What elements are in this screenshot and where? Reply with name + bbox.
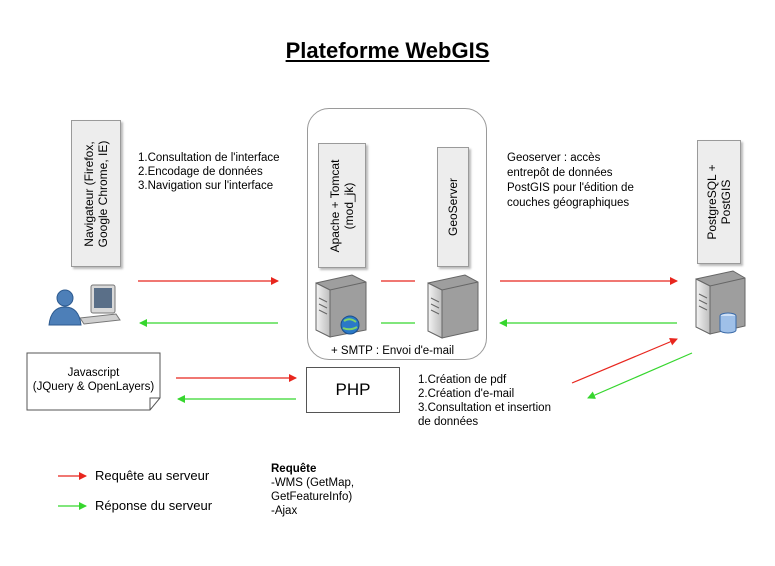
client-steps: 1.Consultation de l'interface 2.Encodage… [138, 151, 280, 193]
database-server-icon [695, 270, 746, 335]
javascript-doc-text: Javascript (JQuery & OpenLayers) [27, 366, 160, 394]
request-note-heading: Requête [271, 463, 317, 475]
php-step: de données [418, 416, 479, 428]
response-arrow [587, 352, 693, 399]
legend-response-label: Réponse du serveur [95, 498, 213, 513]
javascript-doc [26, 352, 161, 411]
geoserver-note-line: PostGIS pour l'édition de [507, 182, 634, 194]
geoserver-note-line: couches géographiques [507, 197, 630, 209]
request-note: Requête -WMS (GetMap, GetFeatureInfo) -A… [271, 462, 354, 518]
client-step: 1.Consultation de l'interface [138, 152, 280, 164]
php-step: 3.Consultation et insertion [418, 402, 551, 414]
javascript-doc-line1: Javascript [67, 367, 120, 379]
request-note-line: GetFeatureInfo) [271, 491, 353, 503]
smtp-note: + SMTP : Envoi d'e-mail [331, 345, 455, 357]
php-label: PHP [335, 380, 371, 399]
geoserver-note-line: entrepôt de données [507, 167, 613, 179]
user-computer-icon [48, 284, 121, 326]
diagram-title: Plateforme WebGIS [285, 38, 490, 63]
geoserver-note: Geoserver : accès entrepôt de données Po… [507, 151, 634, 211]
client-step: 3.Navigation sur l'interface [138, 180, 274, 192]
legend-request-label: Requête au serveur [95, 468, 210, 483]
navigator-label-box: Navigateur (Firefox, Google Chrome, IE) [71, 120, 121, 267]
server-icon [427, 274, 479, 339]
php-steps: 1.Création de pdf 2.Création d'e-mail 3.… [418, 373, 551, 429]
php-box: PHP [306, 367, 400, 413]
php-step: 1.Création de pdf [418, 374, 507, 386]
javascript-doc-line2: (JQuery & OpenLayers) [32, 381, 155, 393]
apache-label-box: Apache + Tomcat (mod_jk) [318, 143, 366, 268]
postgres-label-box: PostgreSQL + PostGIS [697, 140, 741, 264]
request-arrow [571, 338, 678, 384]
geoserver-note-line: Geoserver : accès [507, 152, 601, 164]
request-note-line: -WMS (GetMap, [271, 477, 355, 489]
web-server-icon [315, 274, 367, 338]
geoserver-label-box: GeoServer [437, 147, 469, 267]
request-note-line: -Ajax [271, 505, 298, 517]
php-step: 2.Création d'e-mail [418, 388, 515, 400]
client-step: 2.Encodage de données [138, 166, 263, 178]
